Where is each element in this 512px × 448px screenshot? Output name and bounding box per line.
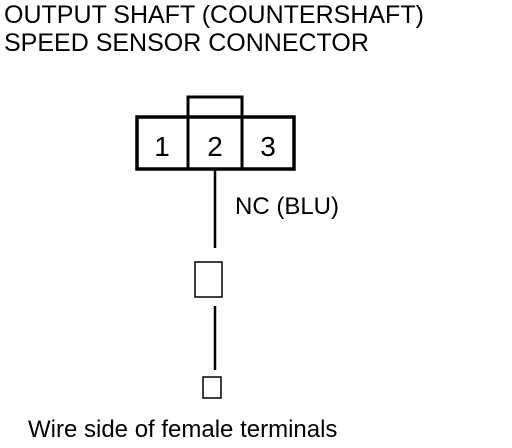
terminal-lower (202, 376, 222, 399)
diagram-title-line-2: SPEED SENSOR CONNECTOR (4, 29, 369, 57)
pin-label-3: 3 (260, 131, 276, 162)
diagram-caption: Wire side of female terminals (28, 416, 338, 443)
terminal-upper (194, 261, 223, 298)
pin-label-1: 1 (154, 131, 170, 162)
diagram-title-line-1: OUTPUT SHAFT (COUNTERSHAFT) (4, 1, 424, 29)
connector-lock-tab (186, 95, 244, 119)
pin-label-2: 2 (207, 131, 223, 162)
wire-color-label: NC (BLU) (235, 193, 339, 220)
